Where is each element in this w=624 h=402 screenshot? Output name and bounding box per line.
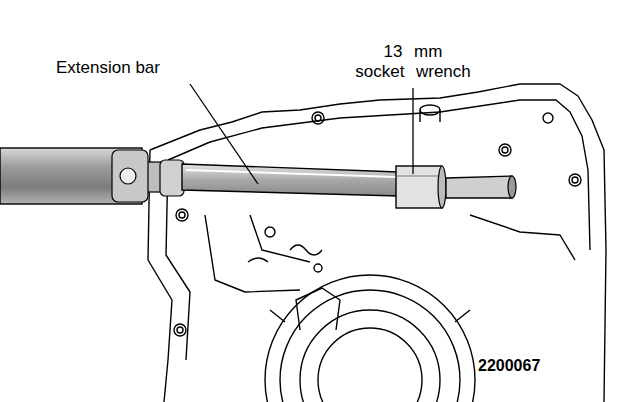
part-label: 13 mm socket wrench bbox=[352, 42, 475, 81]
figure-number: 2200067 bbox=[476, 357, 542, 375]
part-label: Extension bar bbox=[54, 58, 162, 78]
